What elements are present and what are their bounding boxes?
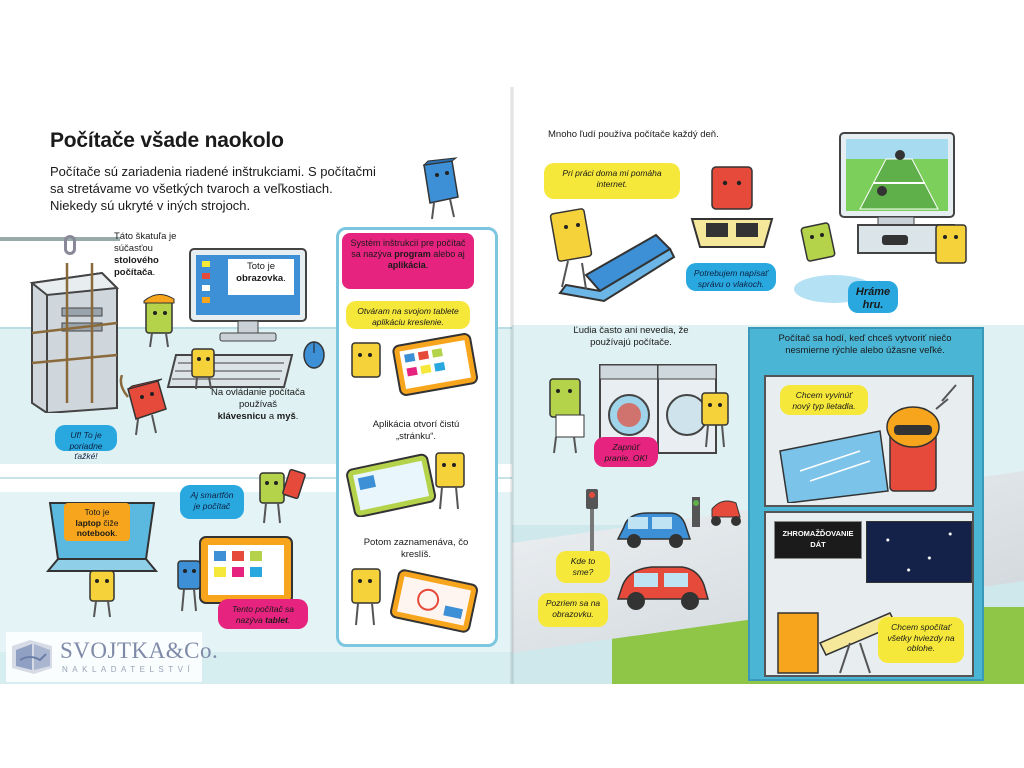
- screen-label-end: .: [283, 273, 286, 284]
- program-bold: program: [394, 249, 431, 259]
- opening-app-bubble: Otváram na svojom tablete aplikáciu kres…: [346, 301, 470, 329]
- tablet-label-end: .: [287, 614, 291, 625]
- game-speech-bubble: Hráme hru.: [848, 281, 898, 313]
- right-page: Mnoho ľudí používa počítače každý deň. P…: [512, 87, 1024, 684]
- mouse-illustration: [303, 341, 325, 369]
- page-gutter: [510, 87, 514, 684]
- yellow-robot-laptop: [89, 570, 115, 618]
- drawing-app-tablet-illustration: [351, 333, 479, 396]
- look-screen-speech-bubble: Pozriem sa na obrazovku.: [538, 593, 608, 627]
- blank-page-caption: Aplikácia otvorí čistú „stránku“.: [372, 419, 460, 442]
- work-speech-bubble: Pri práci doma mi pomáha internet.: [544, 163, 680, 199]
- heavy-speech-bubble: Uf! To je poriadne ťažké!: [55, 425, 117, 461]
- green-robot-smartphone: [259, 468, 306, 524]
- desktop-tower-illustration: [29, 263, 120, 413]
- unaware-caption: Ľudia často ani nevedia, že používajú po…: [573, 325, 689, 348]
- crane-rail: [0, 237, 120, 241]
- yellow-robot-typing: [191, 348, 215, 390]
- gaming-robots-illustration: [794, 222, 967, 303]
- stars-panel: ZHROMAŽĎOVANIE DÁT Chcem spočítať všetky…: [764, 511, 974, 677]
- plane-design-panel: Chcem vyvinúť nový typ lietadla.: [764, 375, 974, 507]
- laptop-label-box: Toto je laptop čiže notebook.: [64, 503, 130, 541]
- publisher-name: SVOJTKA&Co.: [60, 638, 219, 663]
- green-robot-laundry: [549, 378, 585, 454]
- program-text: Systém inštrukcií pre počítač sa nazýva: [350, 238, 466, 259]
- laptop-label-text: Toto je: [84, 507, 110, 517]
- desktop-tower-label: Táto škatuľa je súčasťou stolového počít…: [114, 231, 184, 279]
- red-robot-character: [119, 375, 167, 436]
- book-logo-icon: [12, 640, 52, 674]
- laptop-label-mid: čiže: [101, 517, 119, 528]
- input-label-end: .: [295, 411, 299, 422]
- screen-label-bold: obrazovka: [236, 273, 284, 284]
- input-label-mid: a: [266, 411, 277, 422]
- red-robot-desk-illustration: [690, 166, 774, 248]
- blueprint-robot-illustration: [779, 384, 957, 503]
- blue-robot-tablet: [177, 560, 201, 612]
- crane-hook: [64, 235, 76, 255]
- night-sky: [866, 521, 972, 583]
- street-scene-illustration: [586, 489, 741, 610]
- where-speech-bubble: Kde to sme?: [556, 551, 610, 583]
- notebook-label-bold: notebook: [76, 528, 115, 538]
- program-mid: alebo aj: [430, 249, 465, 259]
- tablet-illustration: [199, 536, 293, 604]
- drawing-tablet-illustration: [351, 568, 478, 633]
- data-collection-label: ZHROMAŽĎOVANIE DÁT: [774, 521, 862, 559]
- tablet-label-bold: tablet: [265, 614, 288, 625]
- fast-big-caption: Počítač sa hodí, keď chceš vytvoriť nieč…: [778, 333, 952, 356]
- wall-line: [0, 477, 512, 479]
- application-bold: aplikácia: [387, 260, 426, 270]
- left-page: Počítače všade naokolo Počítače sú zaria…: [0, 87, 512, 684]
- desktop-label-bold: stolového počítača: [114, 255, 159, 278]
- tablet-label-text: Tento počítač sa nazýva: [231, 604, 295, 625]
- train-report-bubble: Potrebujem napísať správu o vlakoch.: [686, 263, 776, 291]
- publisher-subtitle: NAKLADATELSTVÍ: [62, 665, 195, 674]
- robot-character-cap: [143, 294, 175, 348]
- input-label-text: Na ovládanie počítača používaš: [210, 387, 305, 410]
- keyboard-label-bold: klávesnicu: [217, 411, 267, 422]
- book-spread: Počítače všade naokolo Počítače sú zaria…: [0, 87, 1024, 684]
- program-end: .: [425, 260, 429, 270]
- washing-speech-bubble: Zapnúť pranie. OK!: [594, 437, 658, 467]
- yellow-robot-laundry: [701, 392, 729, 448]
- laptop-label-bold: laptop: [75, 517, 102, 528]
- many-people-caption: Mnoho ľudí používa počítače každý deň.: [548, 129, 719, 140]
- laptop-worker-illustration: [549, 208, 676, 303]
- mouse-label-bold: myš: [276, 411, 296, 422]
- screen-label-box: Toto je obrazovka.: [228, 259, 294, 295]
- smartphone-speech-bubble: Aj smartfón je počítač: [180, 485, 244, 519]
- intro-text: Počítače sú zariadenia riadené inštrukci…: [50, 164, 376, 213]
- page-title: Počítače všade naokolo: [50, 129, 284, 152]
- plane-speech-bubble: Chcem vyvinúť nový typ lietadla.: [780, 385, 868, 415]
- desktop-label-text: Táto škatuľa je súčasťou: [114, 231, 177, 254]
- stars-speech-bubble: Chcem spočítať všetky hviezdy na oblohe.: [878, 617, 964, 663]
- laptop-label-end: .: [114, 528, 118, 538]
- program-definition-bubble: Systém inštrukcií pre počítač sa nazýva …: [342, 233, 474, 289]
- desktop-label-end: .: [152, 267, 156, 278]
- recording-caption: Potom zaznamenáva, čo kreslíš.: [363, 537, 469, 560]
- input-devices-label: Na ovládanie počítača používaš klávesnic…: [198, 387, 318, 423]
- screen-label-text: Toto je: [247, 261, 275, 272]
- blue-robot-character: [422, 157, 459, 220]
- publisher-logo: SVOJTKA&Co. NAKLADATELSTVÍ: [6, 632, 218, 682]
- tablet-label-bubble: Tento počítač sa nazýva tablet.: [218, 599, 308, 629]
- telescope-robot-illustration: [777, 612, 898, 674]
- blank-page-tablet-illustration: [346, 452, 465, 517]
